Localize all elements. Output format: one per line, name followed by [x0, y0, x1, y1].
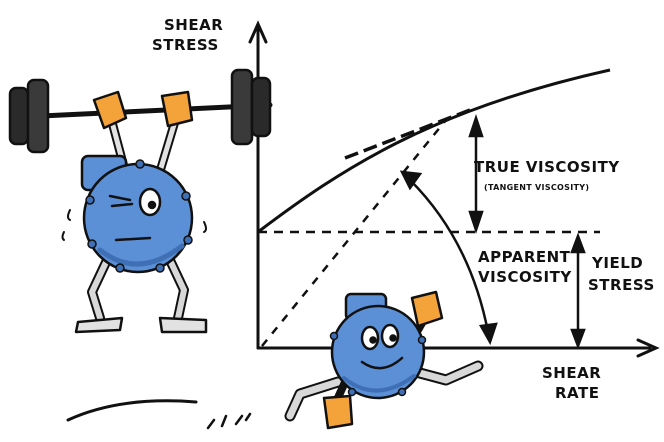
glove-right: [162, 92, 192, 126]
arrow-head-down: [470, 212, 482, 230]
yield-arrow-head-down: [572, 330, 584, 346]
barbell-plate-right-inner: [232, 70, 252, 144]
curved-arrow-head-bottom: [481, 324, 496, 342]
runner-glove-left: [324, 396, 352, 428]
lifter-foot-right: [160, 318, 206, 332]
speed-line: [68, 401, 196, 420]
y-axis-label-line1: SHEAR: [164, 16, 223, 34]
tangent-viscosity-label: (TANGENT VISCOSITY): [484, 183, 589, 192]
yield-stress-label-line2: STRESS: [588, 276, 655, 294]
barbell-plate-left-inner: [28, 80, 48, 152]
yield-stress-label-line1: YIELD: [591, 254, 643, 272]
arrow-head-up: [470, 118, 482, 136]
barbell-plate-right-outer: [252, 78, 270, 136]
apparent-viscosity-label-line1: APPARENT: [478, 248, 571, 266]
curved-arrow-head-top: [402, 172, 420, 188]
apparent-viscosity-label-line2: VISCOSITY: [478, 268, 572, 286]
lifter-foot-left: [76, 318, 122, 332]
x-axis-label-line2: RATE: [555, 384, 599, 402]
barbell-plate-left-outer: [10, 88, 28, 144]
weightlifting-pump-mascot-icon: [10, 70, 270, 332]
x-axis-label-line1: SHEAR: [542, 364, 601, 382]
yield-arrow-head-up: [572, 236, 584, 252]
y-axis-label-line2: STRESS: [152, 36, 219, 54]
running-pump-mascot-icon: [68, 292, 478, 428]
runner-pump-body: [332, 306, 424, 398]
pump-body: [84, 164, 192, 272]
true-viscosity-label: TRUE VISCOSITY: [474, 158, 620, 176]
glove-left: [94, 92, 126, 128]
runner-glove-right: [412, 292, 442, 326]
tangent-line: [345, 110, 470, 158]
